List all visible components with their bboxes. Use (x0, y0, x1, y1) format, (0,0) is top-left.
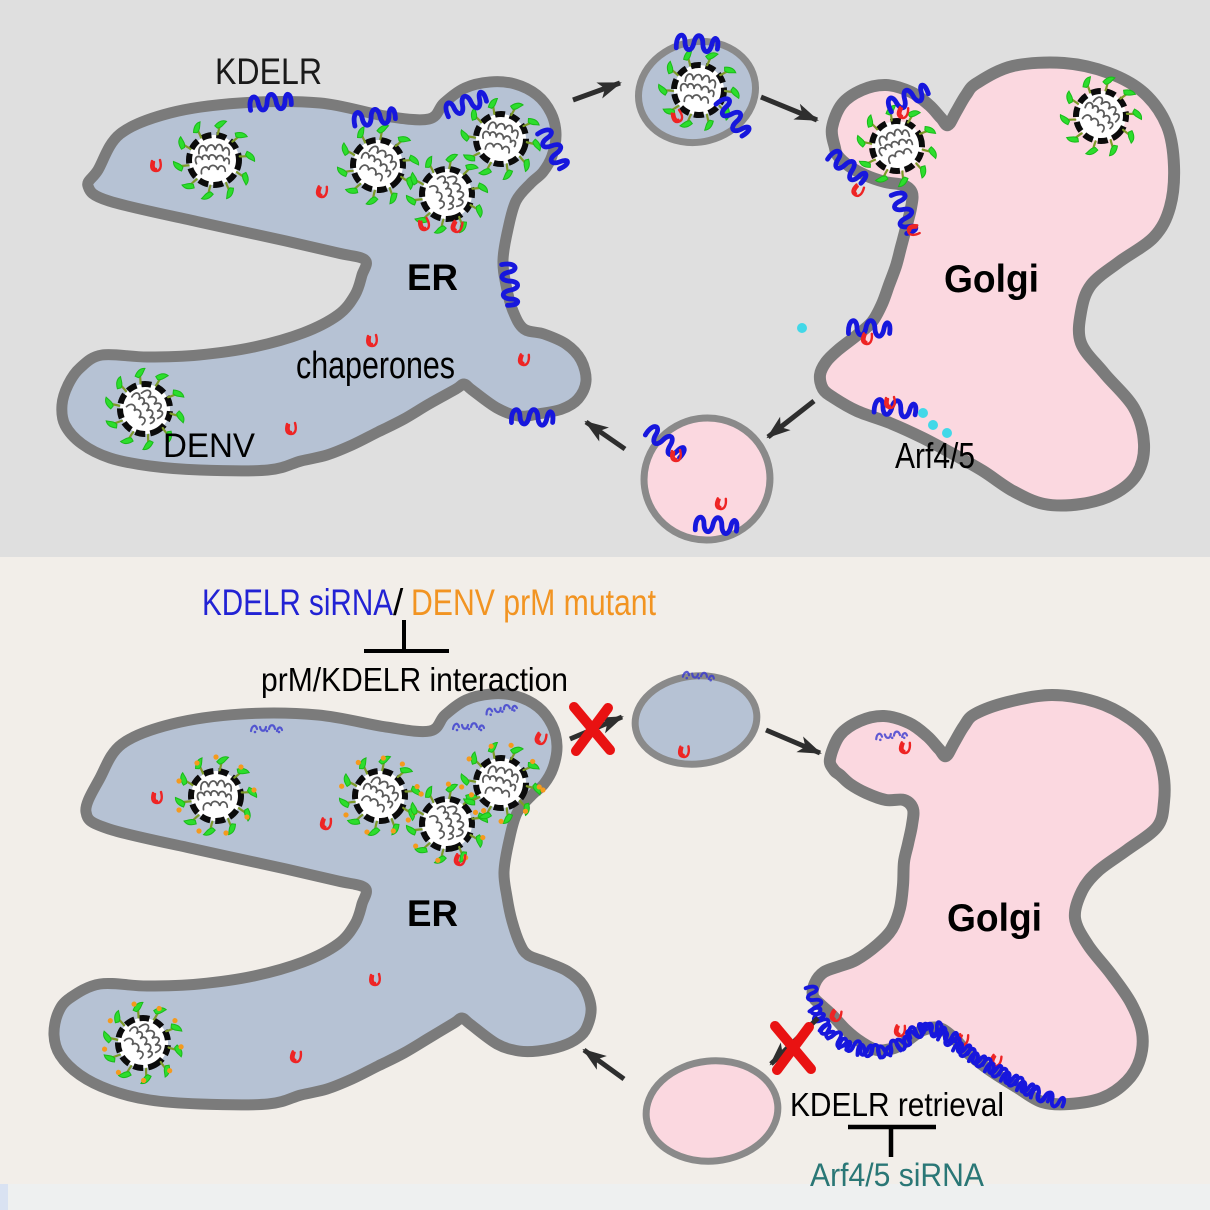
svg-text:KDELR retrieval: KDELR retrieval (790, 1086, 1004, 1123)
svg-text:ER: ER (407, 893, 458, 934)
svg-text:DENV: DENV (163, 427, 255, 465)
svg-text:Golgi: Golgi (944, 258, 1039, 301)
svg-text:KDELR: KDELR (215, 51, 322, 92)
svg-text:chaperones: chaperones (296, 345, 455, 387)
svg-text:Arf4/5 siRNA: Arf4/5 siRNA (810, 1157, 985, 1193)
svg-text:KDELR siRNA: KDELR siRNA (202, 582, 393, 623)
svg-text:Golgi: Golgi (947, 897, 1042, 940)
svg-text:DENV prM mutant: DENV prM mutant (411, 582, 657, 623)
svg-text:prM/KDELR interaction: prM/KDELR interaction (261, 661, 568, 698)
svg-text:Arf4/5: Arf4/5 (895, 435, 975, 476)
svg-text:ER: ER (407, 257, 458, 298)
svg-text:/: / (393, 582, 404, 623)
